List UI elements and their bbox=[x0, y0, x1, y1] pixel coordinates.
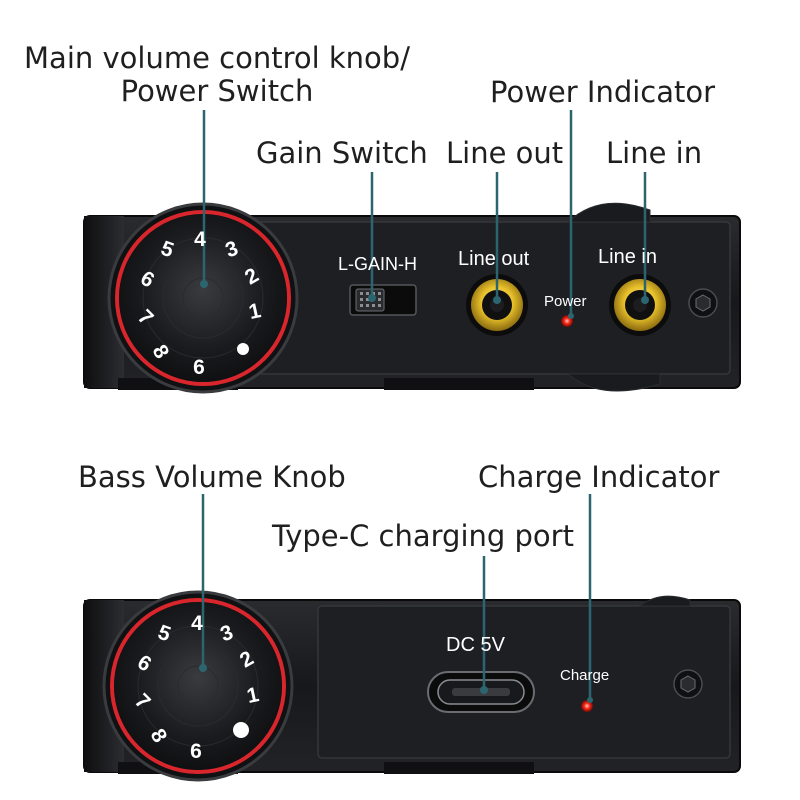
knob-number-6-bottom: 6 bbox=[190, 740, 202, 763]
bass-volume-callout: Bass Volume Knob bbox=[78, 460, 346, 494]
dc-5v-label: DC 5V bbox=[446, 634, 505, 656]
knob-number-4: 4 bbox=[191, 612, 203, 635]
line-out-callout: Line out bbox=[446, 136, 564, 170]
top-device bbox=[83, 202, 741, 394]
main-volume-knob bbox=[107, 202, 299, 394]
bottom-device bbox=[83, 590, 741, 782]
charge-label: Charge bbox=[560, 667, 610, 684]
charge-indicator-callout: Charge Indicator bbox=[478, 460, 720, 494]
line-in-jack bbox=[609, 274, 671, 336]
type-c-callout: Type-C charging port bbox=[272, 519, 574, 553]
knob-number-1: 1 bbox=[246, 299, 264, 324]
knob-number-1: 1 bbox=[244, 683, 262, 708]
gain-switch-label: L-GAIN-H bbox=[338, 254, 418, 274]
main-volume-callout: Main volume control knob/ Power Switch bbox=[22, 42, 412, 108]
hex-screw-icon bbox=[688, 288, 718, 318]
main-volume-callout-line1: Main volume control knob/ bbox=[24, 41, 410, 75]
hex-screw-icon bbox=[673, 669, 703, 699]
gain-switch bbox=[349, 284, 417, 316]
callout-lines bbox=[201, 110, 647, 700]
line-out-jack bbox=[466, 274, 528, 336]
knob-number-6-bottom: 6 bbox=[193, 356, 205, 379]
main-volume-callout-line2: Power Switch bbox=[120, 74, 314, 108]
power-label: Power bbox=[544, 293, 587, 310]
line-out-label: Line out bbox=[458, 248, 530, 270]
line-in-label: Line in bbox=[598, 246, 657, 268]
gain-switch-callout: Gain Switch bbox=[256, 136, 428, 170]
power-indicator-callout: Power Indicator bbox=[490, 75, 716, 109]
knob-number-4: 4 bbox=[194, 228, 206, 251]
line-in-callout: Line in bbox=[606, 136, 703, 170]
callout-dots bbox=[199, 280, 649, 703]
bass-volume-knob bbox=[102, 590, 294, 782]
